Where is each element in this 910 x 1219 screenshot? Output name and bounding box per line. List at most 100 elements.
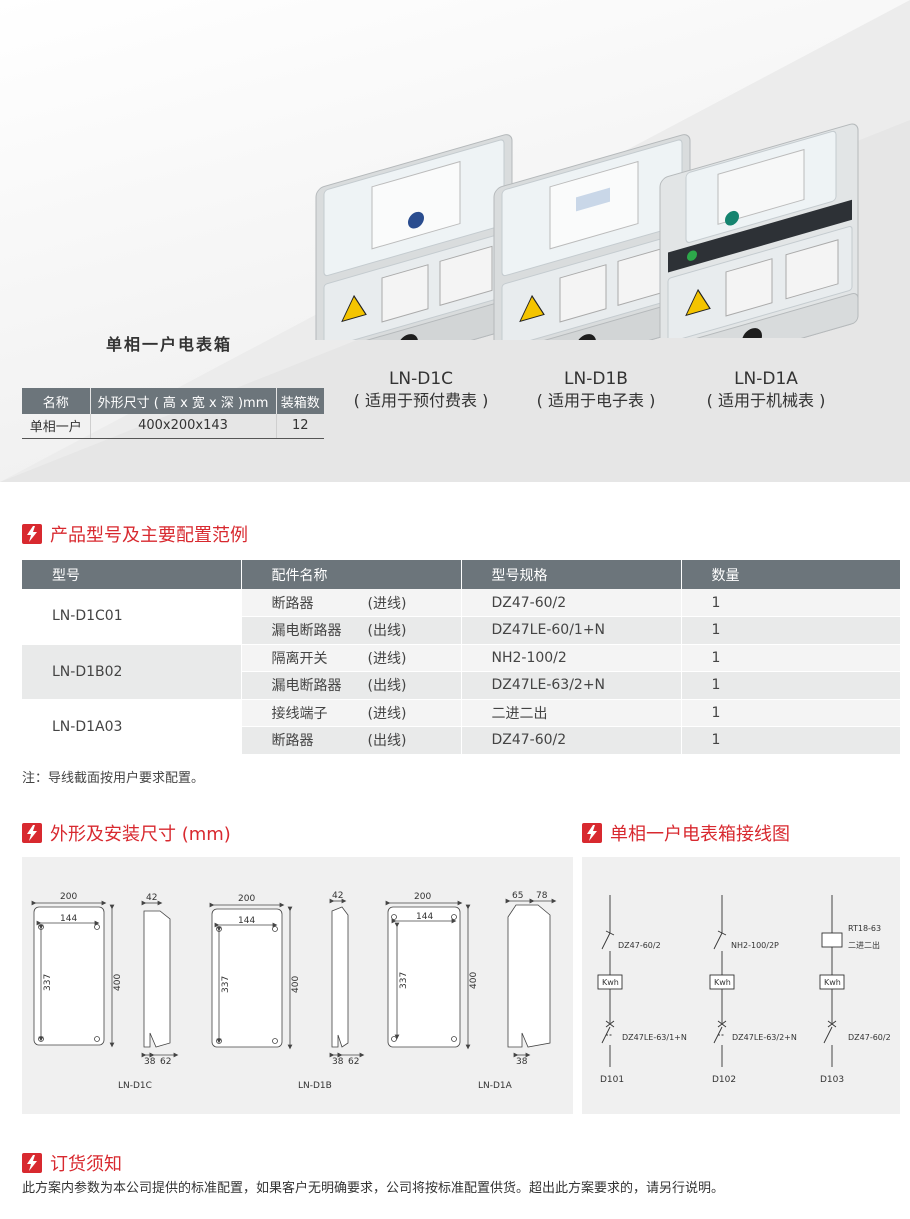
dim-side-top-2: 78 (536, 891, 548, 901)
part-cell: 漏电断路器 (出线) (241, 671, 462, 700)
product-label-ln-d1a: LN-D1A ( 适用于机械表 ) (686, 368, 846, 412)
spec-cell: DZ47-60/2 (461, 726, 682, 755)
product-usage: ( 适用于预付费表 ) (353, 391, 489, 410)
lightning-icon (22, 524, 42, 544)
dim-width: 200 (414, 892, 431, 902)
meter-label: Kwh (714, 978, 731, 987)
model-cell: LN-D1A03 (22, 699, 242, 755)
config-note: 注：导线截面按用户要求配置。 (22, 771, 205, 786)
dimension-drawings: 200 144 337 400 42 38 62 LN-D1C 200 144 … (31, 891, 557, 1091)
model-cell: LN-D1B02 (22, 644, 242, 700)
spec-cell-name: 单相一户 (22, 414, 91, 439)
drawing-label: LN-D1C (118, 1081, 152, 1091)
part-name: 隔离开关 (271, 650, 328, 667)
dim-hole-width: 144 (416, 912, 433, 922)
product-usage: ( 适用于机械表 ) (706, 391, 826, 410)
qty-cell: 1 (681, 644, 900, 672)
part-name: 断路器 (271, 595, 314, 612)
table-row: 漏电断路器(出线) DZ47LE-60/1+N 1 (22, 616, 900, 645)
box-title: 单相一户电表箱 (106, 335, 233, 354)
dim-hole-width: 144 (60, 914, 77, 924)
dim-hole-height: 337 (399, 972, 409, 989)
section-heading-wiring: 单相一户电表箱接线图 (582, 820, 790, 846)
config-table: 型号 配件名称 型号规格 数量 LN-D1C01 断路器(进线) DZ47-60… (22, 560, 900, 755)
part-direction: (出线) (367, 733, 407, 750)
dim-side-bottom-1: 38 (516, 1057, 528, 1067)
part-cell: 漏电断路器 (出线) (241, 616, 462, 645)
spec-cell: DZ47LE-63/2+N (461, 671, 682, 700)
config-header-qty: 数量 (681, 560, 900, 589)
table-row: LN-D1A03 接线端子(进线) 二进二出 1 (22, 699, 900, 755)
circuit-2-top: NH2-100/2P (731, 941, 779, 950)
part-direction: (进线) (367, 705, 407, 722)
table-row: 断路器(出线) DZ47-60/2 1 (22, 726, 900, 755)
order-note: 此方案内参数为本公司提供的标准配置，如果客户无明确要求，公司将按标准配置供货。超… (22, 1181, 725, 1196)
part-name: 漏电断路器 (271, 623, 342, 640)
dim-side-top: 42 (146, 893, 157, 903)
qty-cell: 1 (681, 671, 900, 700)
dim-side-top: 42 (332, 891, 343, 901)
hero-banner: 单相一户电表箱 名称 外形尺寸 ( 高 x 宽 x 深 )mm 装箱数 单相一户… (0, 0, 910, 482)
meter-label: Kwh (824, 978, 841, 987)
qty-cell: 1 (681, 699, 900, 727)
product-model: LN-D1C (388, 369, 454, 389)
section-title: 单相一户电表箱接线图 (610, 824, 790, 845)
section-heading-config: 产品型号及主要配置范例 (22, 521, 248, 547)
drawing-label: LN-D1A (478, 1081, 513, 1091)
section-title: 订货须知 (50, 1154, 122, 1175)
section-title: 产品型号及主要配置范例 (50, 525, 248, 546)
dimension-drawings-panel: 200 144 337 400 42 38 62 LN-D1C 200 144 … (22, 857, 573, 1114)
spec-cell: 二进二出 (461, 699, 682, 727)
section-heading-order: 订货须知 (22, 1150, 122, 1176)
circuit-1-bottom: DZ47LE-63/1+N (622, 1033, 687, 1042)
product-image-ln-d1b (493, 134, 691, 340)
spec-cell: NH2-100/2 (461, 644, 682, 672)
qty-cell: 1 (681, 589, 900, 617)
dim-hole-height: 337 (43, 974, 53, 991)
spec-cell-size: 400x200x143 (90, 414, 277, 439)
part-name: 漏电断路器 (271, 678, 342, 695)
dim-side-top-1: 65 (512, 891, 523, 901)
part-cell: 断路器 (出线) (241, 726, 462, 755)
meter-label: Kwh (602, 978, 619, 987)
dim-hole-width: 144 (238, 916, 255, 926)
circuit-3-top-2: 二进二出 (848, 940, 880, 950)
wiring-diagram-panel: DZ47-60/2 Kwh DZ47LE-63/1+N D101 NH2-100… (582, 857, 900, 1114)
part-direction: (进线) (367, 650, 407, 667)
config-header-spec: 型号规格 (461, 560, 682, 589)
spec-table-header: 名称 外形尺寸 ( 高 x 宽 x 深 )mm 装箱数 (22, 388, 324, 414)
drawing-label: LN-D1B (298, 1081, 332, 1091)
dim-height: 400 (469, 972, 479, 989)
section-title: 外形及安装尺寸 (mm) (50, 824, 231, 845)
circuit-2-id: D102 (712, 1075, 736, 1085)
part-cell: 断路器(进线) (241, 589, 462, 617)
part-name: 断路器 (271, 733, 314, 750)
section-heading-dimensions: 外形及安装尺寸 (mm) (22, 820, 231, 846)
product-model: LN-D1A (734, 369, 798, 389)
dim-side-bottom-1: 38 (332, 1057, 344, 1067)
qty-cell: 1 (681, 616, 900, 645)
part-cell: 接线端子(进线) (241, 699, 462, 727)
circuit-2-bottom: DZ47LE-63/2+N (732, 1033, 797, 1042)
spec-cell: DZ47-60/2 (461, 589, 682, 617)
config-header-model: 型号 (22, 560, 242, 589)
dim-height: 400 (291, 976, 301, 993)
spec-table-row: 单相一户 400x200x143 12 (22, 414, 324, 439)
product-usage: ( 适用于电子表 ) (536, 391, 656, 410)
dim-side-bottom-2: 62 (348, 1057, 359, 1067)
dim-height: 400 (113, 974, 123, 991)
product-label-ln-d1b: LN-D1B ( 适用于电子表 ) (516, 368, 676, 412)
product-model: LN-D1B (564, 369, 628, 389)
dim-side-bottom-1: 38 (144, 1057, 156, 1067)
part-cell: 隔离开关 (进线) (241, 644, 462, 672)
part-direction: (出线) (367, 623, 407, 640)
circuit-1-id: D101 (600, 1075, 624, 1085)
lightning-icon (22, 823, 42, 843)
spec-header-size: 外形尺寸 ( 高 x 宽 x 深 )mm (90, 388, 277, 414)
config-table-header: 型号 配件名称 型号规格 数量 (22, 560, 900, 589)
part-direction: (出线) (367, 678, 407, 695)
spec-cell-qty: 12 (276, 414, 324, 439)
spec-header-qty: 装箱数 (276, 388, 324, 414)
model-cell: LN-D1C01 (22, 589, 242, 645)
spec-table: 名称 外形尺寸 ( 高 x 宽 x 深 )mm 装箱数 单相一户 400x200… (22, 388, 324, 439)
